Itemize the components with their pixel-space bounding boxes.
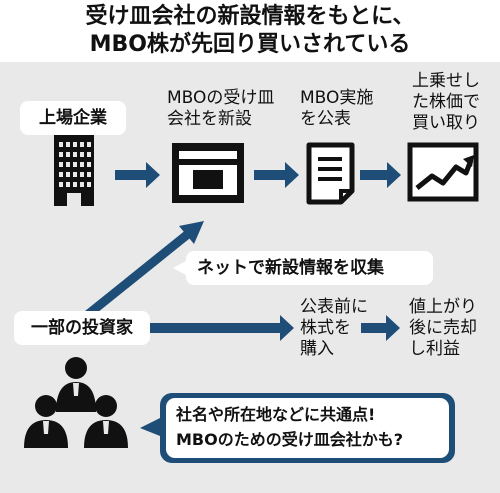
investor-step2-line1: 値上がり — [409, 297, 477, 317]
collect-arrow — [83, 221, 204, 320]
flow-step3-line3: 買い取り — [412, 113, 480, 133]
collect-label: ネットで新設情報を収集 — [197, 258, 384, 278]
investor-step1-line3: 購入 — [300, 339, 334, 359]
flow-step2-line2: を公表 — [300, 109, 351, 129]
people-icon — [24, 357, 128, 448]
speech-bubble — [140, 393, 455, 463]
flow-step2-line1: MBO実施 — [300, 88, 374, 108]
listed-company-label: 上場企業 — [20, 101, 126, 135]
building-icon — [54, 128, 94, 206]
title-line-2: MBO株が先回り買いされている — [89, 32, 411, 57]
flow-step3-line2: た株価で — [412, 92, 480, 112]
company-icon — [172, 143, 244, 203]
document-icon — [306, 142, 355, 205]
investor-step2-line2: 後に売却 — [409, 318, 477, 338]
speech-line-1: 社名や所在地などに共通点! — [176, 405, 376, 424]
investor-step1-line1: 公表前に — [300, 297, 368, 317]
flow-step3-line1: 上乗せし — [412, 71, 480, 91]
flow-step1-line2: 会社を新設 — [167, 109, 252, 129]
investor-step1-line2: 株式を — [300, 318, 351, 338]
chart-icon — [407, 142, 479, 202]
flow-arrows — [115, 162, 401, 188]
speech-line-2: MBOのための受け皿会社かも? — [176, 430, 404, 449]
flow-step1-line1: MBOの受け皿 — [167, 88, 275, 108]
investor-label: 一部の投資家 — [14, 311, 150, 345]
title-line-1: 受け皿会社の新設情報をもとに、 — [85, 4, 415, 29]
investor-arrows — [150, 315, 400, 341]
collect-bubble — [173, 251, 433, 285]
investor-step2-line3: し利益 — [409, 339, 460, 359]
